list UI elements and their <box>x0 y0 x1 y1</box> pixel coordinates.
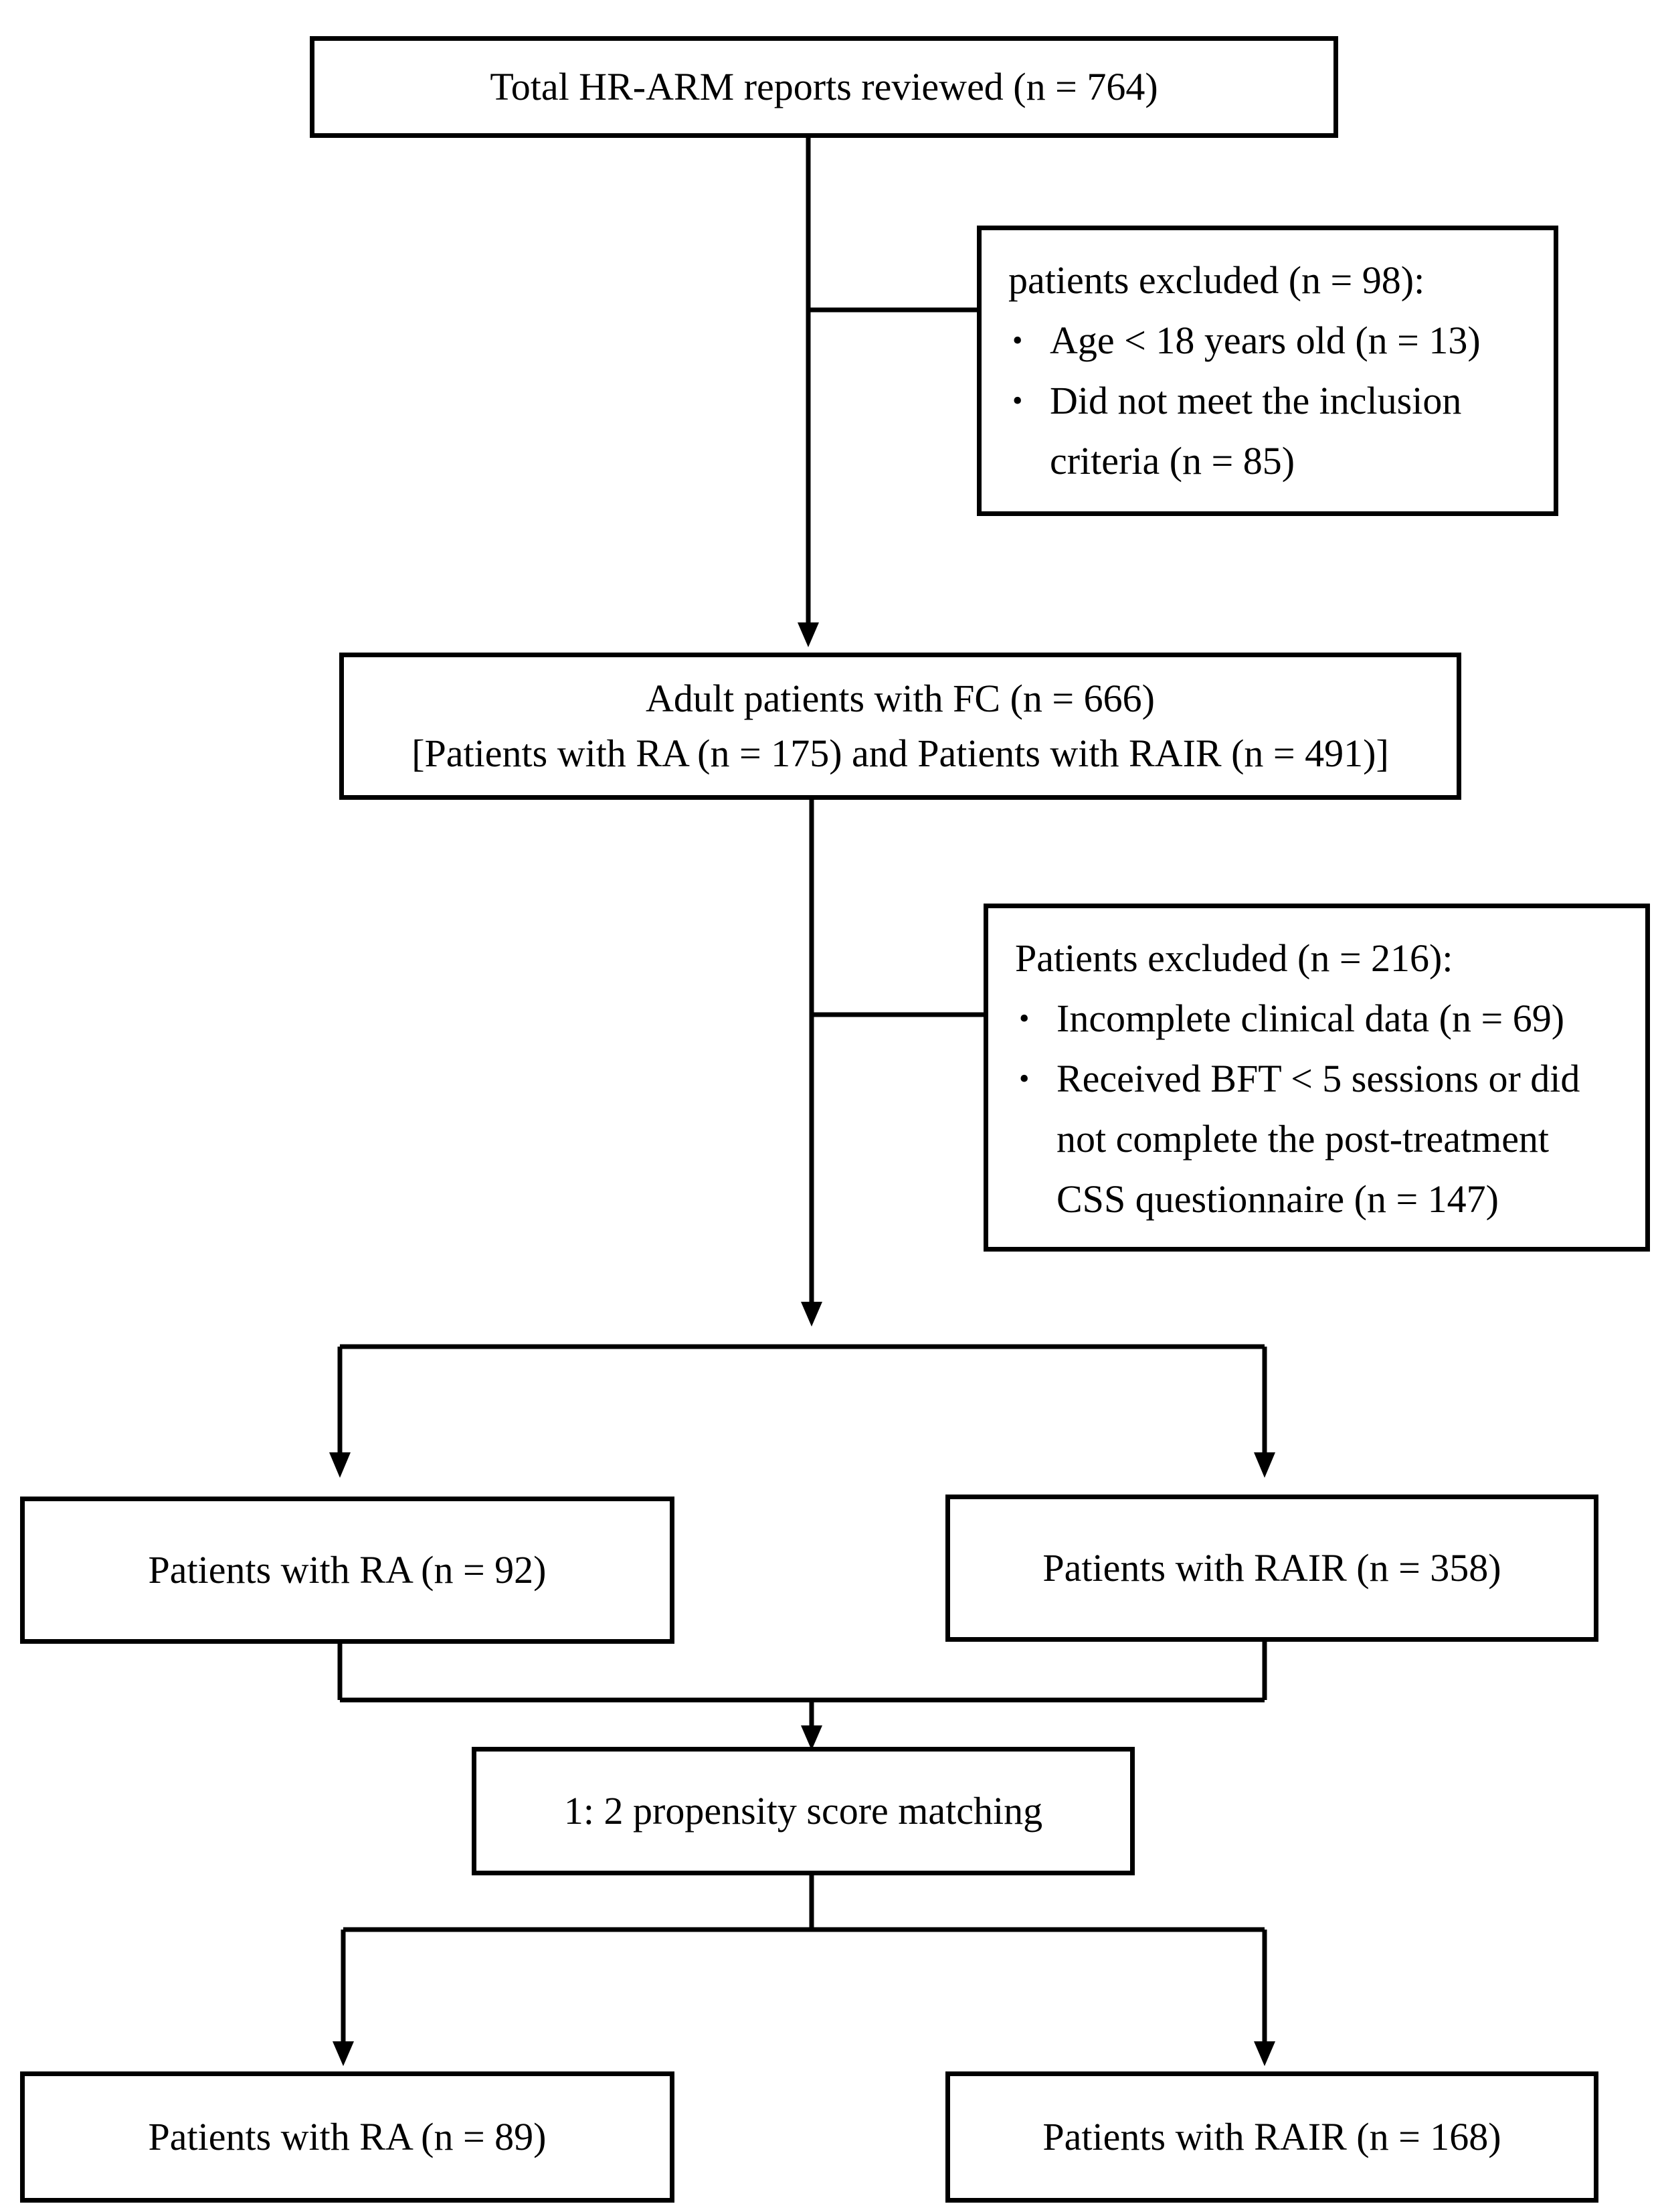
exclusion-2-item: • Incomplete clinical data (n = 69) <box>1015 989 1619 1049</box>
exclusion-1-heading: patients excluded (n = 98): <box>1008 258 1425 302</box>
exclusion-1-item-1-text: Age < 18 years old (n = 13) <box>1050 319 1481 362</box>
adult-patients-box: Adult patients with FC (n = 666) [Patien… <box>339 653 1461 800</box>
ra-matched-text: Patients with RA (n = 89) <box>148 2115 547 2158</box>
propensity-matching-box: 1: 2 propensity score matching <box>472 1747 1135 1875</box>
bullet-icon: • <box>1019 1062 1030 1095</box>
exclusion-1-item: • Did not meet the inclusion criteria (n… <box>1008 371 1527 491</box>
propensity-matching-text: 1: 2 propensity score matching <box>563 1789 1043 1833</box>
arrowhead-adult <box>798 622 819 647</box>
exclusion-2-item-2-text-line-3: CSS questionnaire (n = 147) <box>1056 1177 1499 1221</box>
exclusion-1-item: • Age < 18 years old (n = 13) <box>1008 311 1527 371</box>
exclusion-2-item-2-text-line-2: not complete the post-treatment <box>1056 1117 1550 1161</box>
rair-initial-text: Patients with RAIR (n = 358) <box>1042 1546 1501 1590</box>
arrowhead-matching <box>801 1725 822 1750</box>
ra-initial-box: Patients with RA (n = 92) <box>20 1497 674 1644</box>
exclusion-box-1: patients excluded (n = 98): • Age < 18 y… <box>977 226 1558 516</box>
exclusion-2-heading: Patients excluded (n = 216): <box>1015 936 1453 980</box>
total-reports-text: Total HR-ARM reports reviewed (n = 764) <box>490 65 1158 108</box>
ra-initial-text: Patients with RA (n = 92) <box>148 1548 547 1592</box>
arrowhead-ra-initial <box>329 1452 351 1478</box>
ra-matched-box: Patients with RA (n = 89) <box>20 2071 674 2203</box>
arrowhead-rair-initial <box>1254 1452 1275 1478</box>
exclusion-box-2: Patients excluded (n = 216): • Incomplet… <box>984 904 1650 1252</box>
adult-patients-line-2: [Patients with RA (n = 175) and Patients… <box>411 732 1389 775</box>
rair-matched-text: Patients with RAIR (n = 168) <box>1042 2115 1501 2158</box>
exclusion-2-item: • Received BFT < 5 sessions or did not c… <box>1015 1049 1619 1229</box>
total-reports-box: Total HR-ARM reports reviewed (n = 764) <box>310 36 1338 138</box>
exclusion-1-item-2-text-line-2: criteria (n = 85) <box>1050 439 1295 483</box>
exclusion-1-item-2-text-line-1: Did not meet the inclusion <box>1050 379 1462 422</box>
exclusion-2-list: • Incomplete clinical data (n = 69) • Re… <box>1015 989 1619 1229</box>
exclusion-2-item-2-text-line-1: Received BFT < 5 sessions or did <box>1056 1057 1580 1100</box>
exclusion-1-list: • Age < 18 years old (n = 13) • Did not … <box>1008 311 1527 491</box>
bullet-icon: • <box>1019 1002 1030 1035</box>
adult-patients-line-1: Adult patients with FC (n = 666) <box>646 677 1155 720</box>
bullet-icon: • <box>1012 324 1023 357</box>
arrowhead-ra-matched <box>333 2041 354 2066</box>
arrowhead-split-1 <box>801 1302 822 1327</box>
rair-matched-box: Patients with RAIR (n = 168) <box>945 2071 1598 2203</box>
bullet-icon: • <box>1012 384 1023 417</box>
rair-initial-box: Patients with RAIR (n = 358) <box>945 1495 1598 1642</box>
arrowhead-rair-matched <box>1254 2041 1275 2066</box>
exclusion-2-item-1-text: Incomplete clinical data (n = 69) <box>1056 997 1565 1040</box>
